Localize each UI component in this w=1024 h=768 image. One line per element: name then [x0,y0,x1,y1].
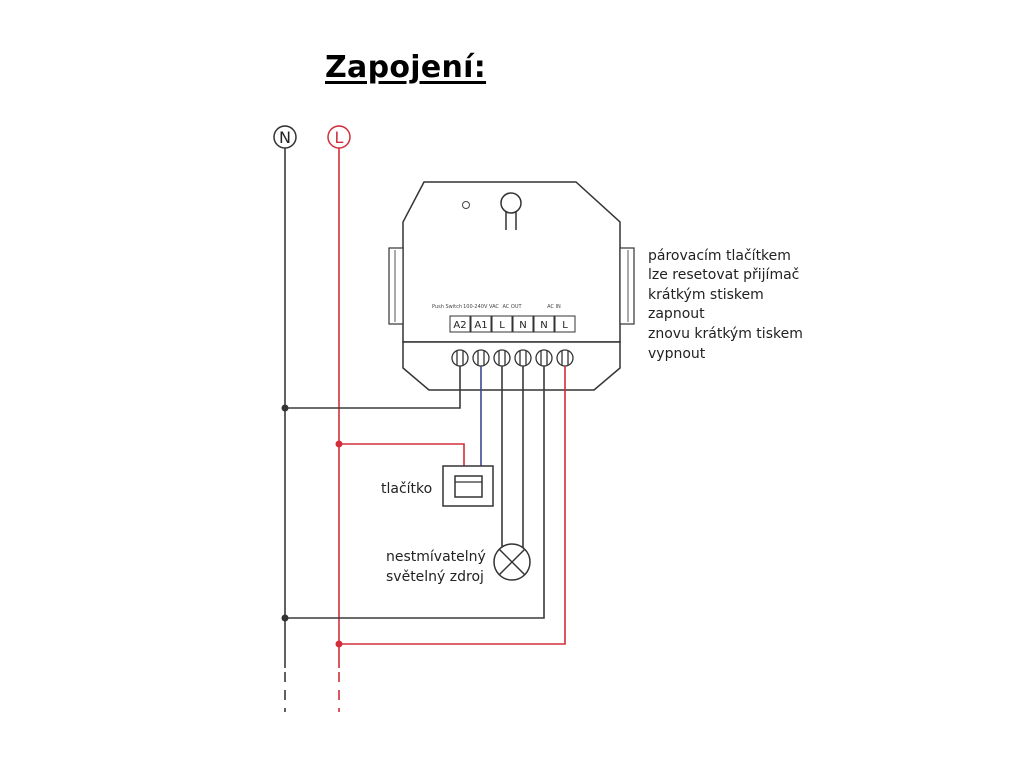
ac-out-label: AC OUT [502,304,522,310]
neutral-rail-marker: N [273,125,297,149]
terminal-n-in: N [540,320,547,331]
pairing-button-icon [500,192,522,230]
lamp-label-line2: světelný zdroj [386,569,484,585]
push-button-icon [442,465,494,507]
neutral-rail-label: N [279,128,291,147]
junction-dot [281,404,289,412]
live-rail-marker: L [327,125,351,149]
pairing-note-line: párovacím tlačítkem [648,248,791,264]
lamp-icon [493,543,531,581]
terminal-a2: A2 [453,320,466,331]
junction-dot [335,640,343,648]
live-rail-label: L [335,128,344,147]
wire-lin-live [339,366,566,645]
wire-a2-neutral [285,366,461,409]
terminal-labels: A2 A1 L N N L [449,315,576,333]
junction-dot [281,614,289,622]
button-label: tlačítko [381,481,432,497]
receiver-module: Push Switch 100-240V VAC AC OUT AC IN A2… [388,181,635,391]
screw-terminals [451,349,574,367]
wire-nin-neutral [285,366,545,619]
terminal-a1: A1 [474,320,487,331]
pairing-note-line: vypnout [648,346,706,362]
pairing-note: párovacím tlačítkem lze resetovat přijím… [648,248,803,362]
junction-dot [335,440,343,448]
push-switch-label: Push Switch [432,304,462,310]
led-indicator-icon [462,201,470,209]
pairing-note-line: krátkým stiskem [648,287,764,303]
lamp-label-line1: nestmívatelný [386,549,486,565]
pairing-note-line: lze resetovat přijímač [648,267,799,283]
ac-in-label: AC IN [547,304,561,310]
wiring [285,366,566,645]
terminal-l-in: L [562,320,568,331]
terminal-l-out: L [499,320,505,331]
page-title: Zapojení: [325,50,487,85]
wire-live-button [339,443,465,466]
terminal-n-out: N [519,320,526,331]
pairing-note-line: zapnout [648,306,705,322]
voltage-label: 100-240V VAC [463,304,499,310]
pairing-note-line: znovu krátkým tiskem [648,326,803,342]
